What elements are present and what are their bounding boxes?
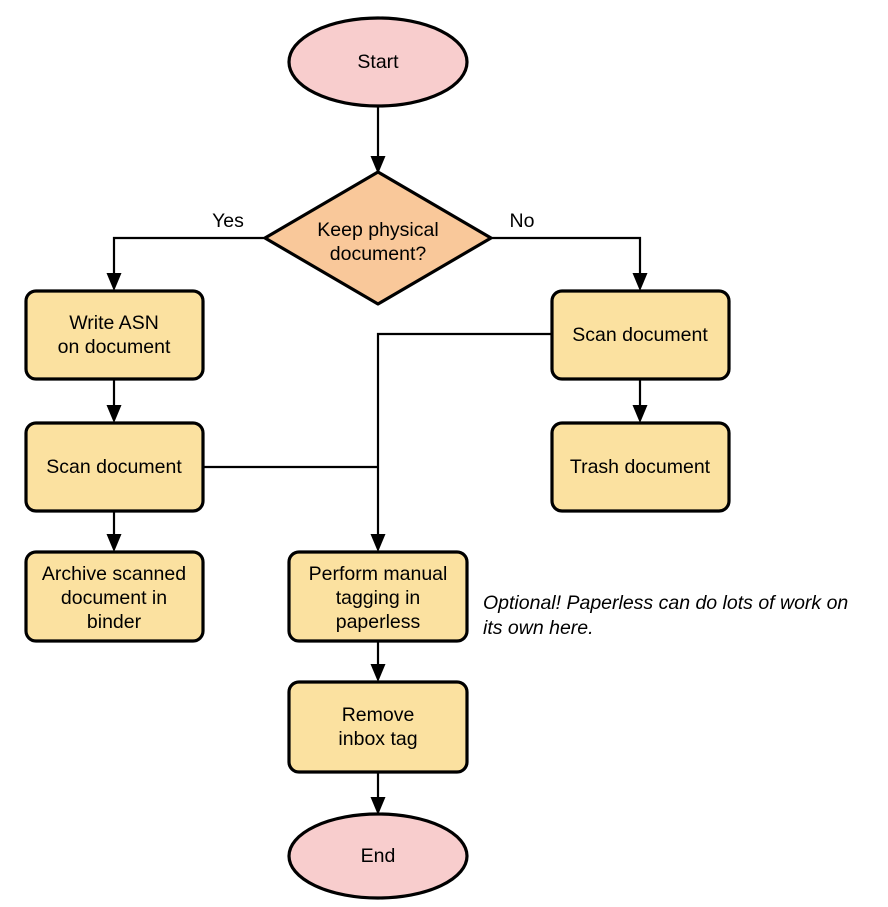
node-tagging-label-line3: paperless [336,611,421,633]
arrowhead-icon [632,273,648,291]
node-start-label: Start [357,51,399,73]
arrowhead-icon [106,405,122,423]
edge-remove-inbox-to-end [370,772,386,815]
node-scan-document-right[interactable]: Scan document [550,289,731,381]
write-asn-box[interactable] [24,289,205,381]
arrowhead-icon [632,405,648,423]
node-trash-document[interactable]: Trash document [550,421,731,513]
node-decision-label-line2: document? [330,243,427,265]
node-remove-inbox-label-line2: inbox tag [338,728,417,750]
node-scan-document-left[interactable]: Scan document [24,421,205,513]
node-archive-scanned-document[interactable]: Archive scanned document in binder [24,550,205,643]
edge-start-to-decision [370,104,386,174]
annotation-line1: Optional! Paperless can do lots of work … [483,592,848,614]
edge-line [491,236,642,280]
node-archive-label-line1: Archive scanned [42,563,186,585]
node-scan-right-label: Scan document [572,324,708,346]
edge-label-yes: Yes [212,210,244,232]
edge-decision-yes-to-write-asn [106,236,265,291]
node-end-label: End [361,845,396,867]
scan-document-left-box[interactable] [24,421,205,513]
tagging-box[interactable] [287,550,469,643]
node-archive-label-line3: binder [87,611,142,633]
end-ellipse[interactable] [287,812,469,900]
annotation-line2: its own here. [483,617,594,639]
node-tagging-label-line1: Perform manual [309,563,448,585]
node-tagging-label-line2: tagging in [336,587,421,609]
annotation-optional-paperless: Optional! Paperless can do lots of work … [483,592,848,639]
edge-decision-no-to-scan-right [491,236,648,291]
decision-diamond[interactable] [263,170,493,306]
node-start[interactable]: Start [287,16,469,108]
scan-document-right-box[interactable] [550,289,731,381]
edge-scan-left-to-archive [106,511,122,552]
node-write-asn[interactable]: Write ASN on document [24,289,205,381]
edge-label-no: No [510,210,535,232]
node-write-asn-label-line2: on document [58,336,171,358]
arrowhead-icon [106,273,122,291]
node-decision-label-line1: Keep physical [317,219,438,241]
edge-write-asn-to-scan-left [106,379,122,423]
edge-scan-right-to-tagging [370,332,552,552]
node-archive-label-line2: document in [61,587,167,609]
arrowhead-icon [106,534,122,552]
node-perform-manual-tagging[interactable]: Perform manual tagging in paperless [287,550,469,643]
archive-box[interactable] [24,550,205,643]
node-scan-left-label: Scan document [46,456,182,478]
trash-document-box[interactable] [550,421,731,513]
arrowhead-icon [370,534,386,552]
edge-line [112,236,265,280]
node-write-asn-label-line1: Write ASN [69,312,159,334]
start-ellipse[interactable] [287,16,469,108]
edge-tagging-to-remove-inbox [370,642,386,682]
edge-scan-right-to-trash [632,379,648,423]
node-end[interactable]: End [287,812,469,900]
edge-line [376,332,552,541]
node-decision-keep-physical-document[interactable]: Keep physical document? [263,170,493,306]
arrowhead-icon [370,797,386,815]
node-remove-inbox-tag[interactable]: Remove inbox tag [287,680,469,774]
arrowhead-icon [370,664,386,682]
remove-inbox-tag-box[interactable] [287,680,469,774]
arrowhead-icon [370,156,386,174]
node-trash-label: Trash document [570,456,711,478]
node-remove-inbox-label-line1: Remove [342,704,415,726]
